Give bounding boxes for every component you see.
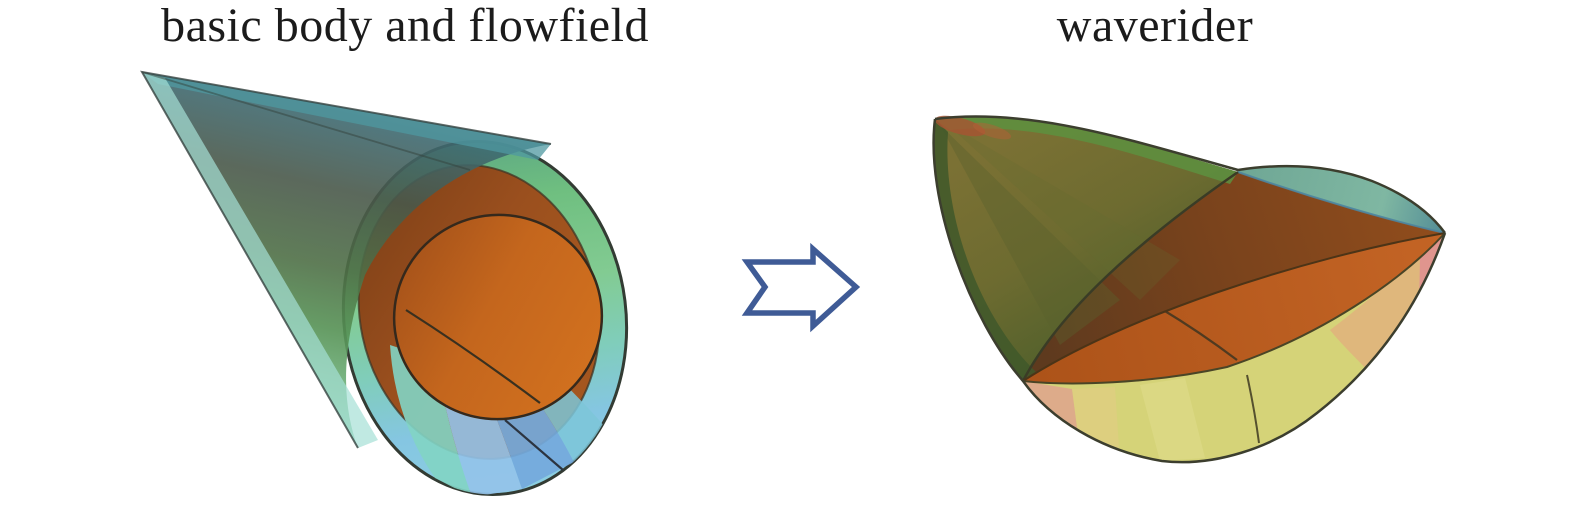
transform-arrow-icon — [741, 242, 861, 333]
compression-surface-dark — [1023, 172, 1445, 381]
aft-teal-panel — [1238, 166, 1445, 233]
compression-surface-bright — [1023, 233, 1445, 384]
cone-body-base — [392, 213, 604, 421]
waverider-top-outline — [934, 115, 1447, 234]
waverider-render — [932, 115, 1447, 464]
waverider-ridge-line — [1021, 170, 1239, 382]
shock-cone-surface — [142, 72, 551, 448]
upper-surface-shade-streak — [940, 125, 1120, 345]
upper-surface-shade-streak2 — [945, 122, 1180, 300]
cone-silhouette-edges — [140, 70, 552, 449]
compression-panel-line — [1159, 307, 1238, 361]
waverider-bottom-outline — [932, 118, 1447, 464]
underside-panel-line — [1246, 374, 1260, 444]
cone-top-edge-highlight — [142, 72, 551, 160]
left-panel-caption: basic body and flowfield — [161, 0, 649, 52]
waverider-orange-yellow-boundary — [1022, 232, 1446, 385]
inner-cone-silhouette-line — [141, 71, 471, 171]
base-meridian-line — [405, 309, 541, 404]
basic-body-flowfield-render — [140, 70, 629, 497]
nose-stagnation-red-streak2 — [972, 122, 1012, 140]
aft-panel-blue-edge — [1237, 171, 1446, 234]
cone-bottom-edge-highlight — [142, 72, 378, 448]
ring-radial-line — [504, 419, 564, 471]
waverider-mid-curve — [1022, 232, 1446, 382]
upper-surface-olive — [933, 116, 1238, 382]
nose-stagnation-red-streak — [934, 115, 986, 137]
right-panel-caption: waverider — [1056, 0, 1254, 52]
underside-shock-surface — [1023, 233, 1445, 463]
